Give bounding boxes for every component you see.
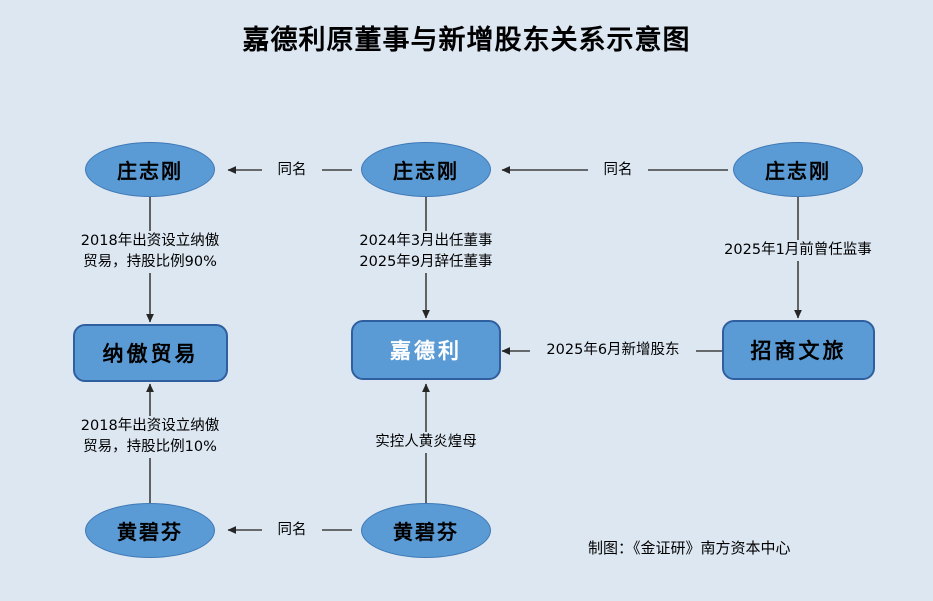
node-zhuang-zhigang-right[interactable]: 庄志刚	[733, 142, 863, 197]
node-huang-bifen-mid[interactable]: 黄碧芬	[361, 503, 491, 558]
edge-label-naao-90: 2018年出资设立纳傲 贸易，持股比例90%	[55, 231, 245, 273]
edge-label-new-shareholder: 2025年6月新增股东	[530, 340, 696, 361]
node-zhaoshang-wenlv[interactable]: 招商文旅	[722, 320, 875, 380]
edge-label-tongming-left: 同名	[262, 160, 322, 181]
node-label: 纳傲贸易	[102, 342, 199, 366]
page-title: 嘉德利原董事与新增股东关系示意图	[242, 25, 691, 56]
edge-label-tongming-right: 同名	[588, 160, 648, 181]
edge-label-naao-10: 2018年出资设立纳傲 贸易，持股比例10%	[55, 416, 245, 458]
node-label: 招商文旅	[750, 339, 847, 363]
node-label: 庄志刚	[393, 159, 459, 183]
node-label: 黄碧芬	[117, 520, 183, 544]
node-label: 庄志刚	[765, 159, 831, 183]
node-naao-maoyi[interactable]: 纳傲贸易	[73, 324, 228, 382]
edge-label-controller-mother: 实控人黄炎煌母	[336, 432, 516, 453]
edge-label-supervisor: 2025年1月前曾任监事	[700, 240, 896, 261]
node-zhuang-zhigang-mid[interactable]: 庄志刚	[361, 142, 491, 197]
node-label: 黄碧芬	[393, 520, 459, 544]
credit-text: 制图：《金证研》南方资本中心	[588, 539, 791, 557]
node-jiadeli[interactable]: 嘉德利	[351, 320, 501, 380]
node-huang-bifen-left[interactable]: 黄碧芬	[85, 503, 215, 558]
edge-label-tongming-bottom: 同名	[262, 520, 322, 541]
node-zhuang-zhigang-left[interactable]: 庄志刚	[85, 142, 215, 197]
node-label: 嘉德利	[390, 339, 462, 363]
node-label: 庄志刚	[117, 159, 183, 183]
edge-label-director-terms: 2024年3月出任董事 2025年9月辞任董事	[336, 231, 516, 273]
